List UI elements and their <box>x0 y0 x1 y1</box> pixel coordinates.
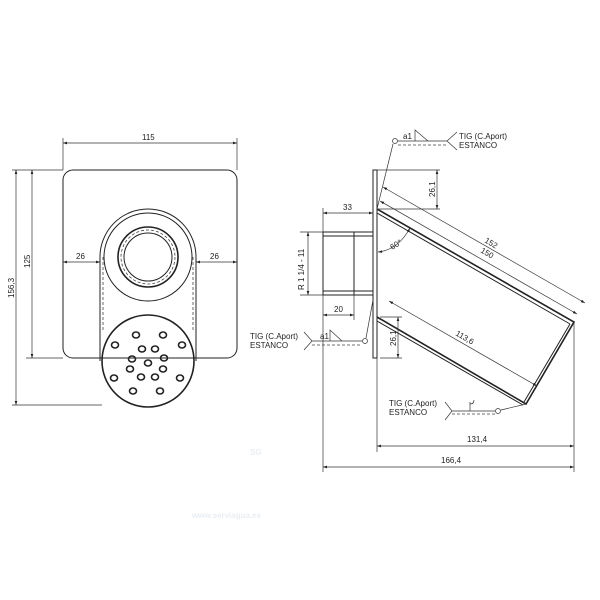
weld-size: a1 <box>403 132 412 141</box>
weld-process: TIG (C.Aport) <box>250 332 298 341</box>
nozzle-hole <box>110 341 120 349</box>
pipe-bore <box>123 232 173 282</box>
nozzle-hole <box>128 387 138 395</box>
weld-process: TIG (C.Aport) <box>389 399 437 408</box>
dim-thread: R 1 1/4 - 11 <box>297 248 306 290</box>
weld-note: ESTANCO <box>389 408 427 417</box>
weld-symbol-bottom: TIG (C.Aport) ESTANCO <box>389 399 527 421</box>
watermark-url: www.serviagua.es <box>191 511 262 520</box>
nozzle-face <box>101 314 195 408</box>
nozzle-hole <box>137 345 147 353</box>
weld-process: TIG (C.Aport) <box>459 132 507 141</box>
thread-line <box>120 229 176 285</box>
nozzle-hole <box>131 331 141 339</box>
mounting-plate <box>62 169 238 359</box>
nozzle-hole <box>177 341 187 349</box>
pipe-outer <box>117 226 179 288</box>
dim-pipe-length: 33 <box>343 203 352 212</box>
body-arc-inner <box>103 212 193 302</box>
nozzle-hole <box>136 373 146 381</box>
threaded-pipe <box>322 231 374 296</box>
nozzle-hole <box>159 354 169 362</box>
dim-thread-length: 20 <box>334 305 343 314</box>
weld-note: ESTANCO <box>459 141 497 150</box>
nozzle-hole <box>125 365 135 373</box>
nozzle-holes <box>109 331 187 395</box>
hidden-lines <box>102 257 194 330</box>
dim-total-depth: 166,4 <box>441 456 462 465</box>
dim-top-offset: 26,1 <box>428 181 437 197</box>
nozzle-hole <box>150 373 160 381</box>
angled-body <box>376 208 576 406</box>
dim-total-height: 156,3 <box>7 277 16 298</box>
weld-symbol-left: a1 TIG (C.Aport) ESTANCO <box>250 299 374 351</box>
dim-left-margin: 26 <box>76 252 85 261</box>
dim-width: 115 <box>142 133 155 142</box>
nozzle-hole <box>127 355 137 363</box>
dim-bottom-offset: 26,1 <box>389 330 398 346</box>
weld-size: a1 <box>320 332 329 341</box>
dim-right-margin: 26 <box>210 252 219 261</box>
dim-plate-height: 125 <box>23 254 32 268</box>
side-view: 26,1 26,1 33 R 1 1/4 - 11 20 60° 152 150… <box>250 129 586 472</box>
nozzle-hole <box>158 331 168 339</box>
nozzle-hole <box>150 345 160 353</box>
body-outline <box>99 208 197 361</box>
nozzle-hole <box>143 359 153 367</box>
nozzle-hole <box>158 365 168 373</box>
dim-lower-length: 113,6 <box>454 329 476 347</box>
nozzle-hole <box>155 387 165 395</box>
weld-note: ESTANCO <box>250 341 288 350</box>
nozzle-hole <box>175 374 185 382</box>
dim-projection: 131,4 <box>467 435 488 444</box>
nozzle-hole <box>109 374 119 382</box>
weld-symbol-top: a1 TIG (C.Aport) ESTANCO <box>376 129 507 210</box>
body-wall-inner <box>376 212 571 406</box>
wall-plate-section <box>372 169 378 359</box>
watermark: SG www.serviagua.es <box>191 448 262 520</box>
watermark-logo: SG <box>250 448 262 457</box>
front-view: 115 125 156,3 26 26 <box>7 133 238 408</box>
